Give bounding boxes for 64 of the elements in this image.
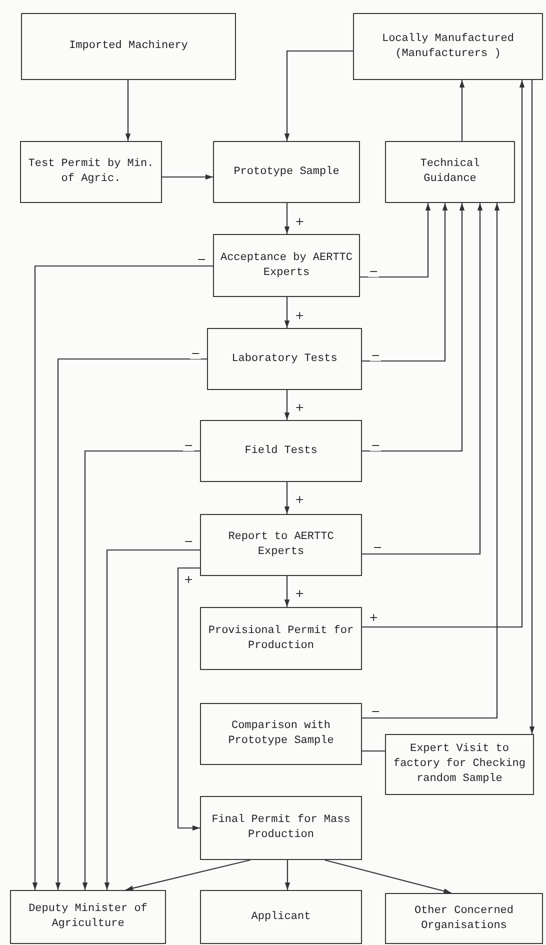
arrow xyxy=(362,203,465,452)
arrow xyxy=(125,859,250,891)
process-box xyxy=(385,893,543,944)
box-label: Prototype Sample xyxy=(234,164,340,180)
box-label: Provisional Permit for Production xyxy=(207,624,355,654)
box-label: Test Permit by Min. of Agric. xyxy=(27,157,155,187)
arrow xyxy=(529,80,535,734)
arrow xyxy=(55,358,207,890)
process-box xyxy=(200,607,362,670)
box-label: Expert Visit to factory for Checking random Sample xyxy=(392,742,527,787)
process-box xyxy=(200,420,362,482)
box-label: Technical Guidance xyxy=(419,157,481,187)
arrow xyxy=(162,174,213,180)
arrow xyxy=(459,80,465,141)
arrow xyxy=(284,482,290,514)
process-box xyxy=(213,234,360,297)
box-label: Deputy Minister of Agriculture xyxy=(28,902,148,932)
process-box xyxy=(10,890,166,944)
arrow xyxy=(362,203,448,362)
arrow xyxy=(284,297,290,328)
process-box xyxy=(21,13,236,80)
box-label: Comparison with Prototype Sample xyxy=(227,719,335,749)
arrow xyxy=(284,50,353,141)
edge-label: + xyxy=(294,402,306,413)
edge-label: + xyxy=(183,574,194,585)
arrow xyxy=(32,265,213,890)
arrow xyxy=(362,203,500,719)
arrow xyxy=(360,203,431,278)
process-box xyxy=(207,328,362,390)
process-box xyxy=(200,796,362,860)
process-box xyxy=(200,514,362,576)
arrow xyxy=(177,567,200,831)
box-label: Acceptance by AERTTC Experts xyxy=(220,250,353,280)
arrow xyxy=(284,203,290,234)
edge-label: + xyxy=(294,310,306,321)
arrow xyxy=(362,203,483,555)
box-label: Other Concerned Organisations xyxy=(413,904,515,934)
box-label: Applicant xyxy=(251,910,311,924)
edge-label: + xyxy=(368,612,380,623)
process-box xyxy=(385,734,534,795)
edge-label: + xyxy=(294,588,306,599)
arrow xyxy=(324,859,452,894)
process-box xyxy=(353,13,543,80)
box-label: Imported Machinery xyxy=(69,39,188,54)
box-label: Locally Manufactured (Manufacturers ) xyxy=(380,32,516,62)
box-label: Field Tests xyxy=(244,444,318,458)
process-box xyxy=(213,141,360,203)
arrow xyxy=(284,860,290,890)
arrow xyxy=(125,80,131,141)
connector-line xyxy=(362,750,385,752)
box-label: Report to AERTTC Experts xyxy=(227,530,335,560)
process-box xyxy=(385,141,515,203)
arrow xyxy=(284,576,290,607)
arrow xyxy=(104,549,200,890)
process-box xyxy=(200,890,362,944)
box-label: Final Permit for Mass Production xyxy=(210,813,352,843)
arrow xyxy=(284,390,290,420)
edge-label: + xyxy=(294,216,306,227)
arrow xyxy=(362,80,525,628)
process-box xyxy=(200,703,362,765)
arrow xyxy=(82,450,200,890)
process-box xyxy=(20,141,162,203)
box-label: Laboratory Tests xyxy=(232,352,338,366)
edge-label: + xyxy=(294,494,306,505)
